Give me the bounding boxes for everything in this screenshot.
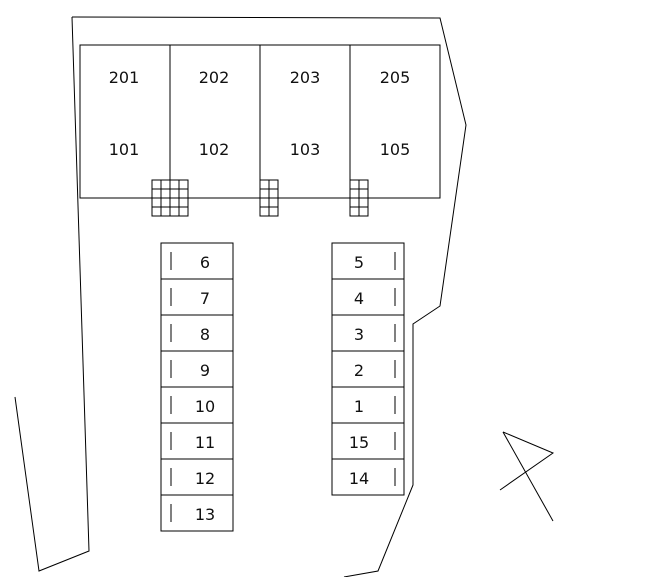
parking-space: 5 (331, 242, 405, 280)
parking-space-number: 7 (200, 289, 210, 308)
parking-space-number: 2 (354, 361, 364, 380)
parking-space: 3 (331, 314, 405, 352)
parking-left-column: 6 7 8 9 10 11 12 13 (160, 242, 234, 532)
parking-space-number: 14 (349, 469, 369, 488)
site-boundary (14, 16, 467, 577)
parking-space: 6 (160, 242, 234, 280)
unit-upper-label: 201 (109, 68, 140, 87)
parking-space: 13 (160, 494, 234, 532)
parking-space-number: 4 (354, 289, 364, 308)
parking-space: 12 (160, 458, 234, 496)
unit-lower-label: 102 (199, 140, 230, 159)
unit-lower-label: 103 (290, 140, 321, 159)
parking-space: 14 (331, 458, 405, 496)
parking-space: 2 (331, 350, 405, 388)
unit-lower-label: 101 (109, 140, 140, 159)
parking-space: 15 (331, 422, 405, 460)
parking-space-number: 11 (195, 433, 215, 452)
apartment-building: 201 101 202 102 203 103 205 105 (79, 44, 441, 199)
parking-space: 10 (160, 386, 234, 424)
parking-right-column: 5 4 3 2 1 15 14 (331, 242, 405, 496)
parking-space-number: 3 (354, 325, 364, 344)
parking-space-number: 12 (195, 469, 215, 488)
parking-space-number: 10 (195, 397, 215, 416)
parking-space-number: 13 (195, 505, 215, 524)
parking-space: 9 (160, 350, 234, 388)
parking-space: 11 (160, 422, 234, 460)
parking-space-number: 6 (200, 253, 210, 272)
parking-space-number: 1 (354, 397, 364, 416)
stairs-left (151, 179, 189, 217)
parking-space-number: 15 (349, 433, 369, 452)
parking-space-number: 9 (200, 361, 210, 380)
parking-space-number: 5 (354, 253, 364, 272)
unit-upper-label: 203 (290, 68, 321, 87)
stairs-right (349, 179, 369, 217)
parking-space: 1 (331, 386, 405, 424)
unit-upper-label: 205 (380, 68, 411, 87)
parking-space: 4 (331, 278, 405, 316)
unit-lower-label: 105 (380, 140, 411, 159)
stairs-middle (259, 179, 279, 217)
parking-space: 7 (160, 278, 234, 316)
unit-upper-label: 202 (199, 68, 230, 87)
parking-space: 8 (160, 314, 234, 352)
north-arrow-icon (499, 431, 555, 522)
parking-space-number: 8 (200, 325, 210, 344)
